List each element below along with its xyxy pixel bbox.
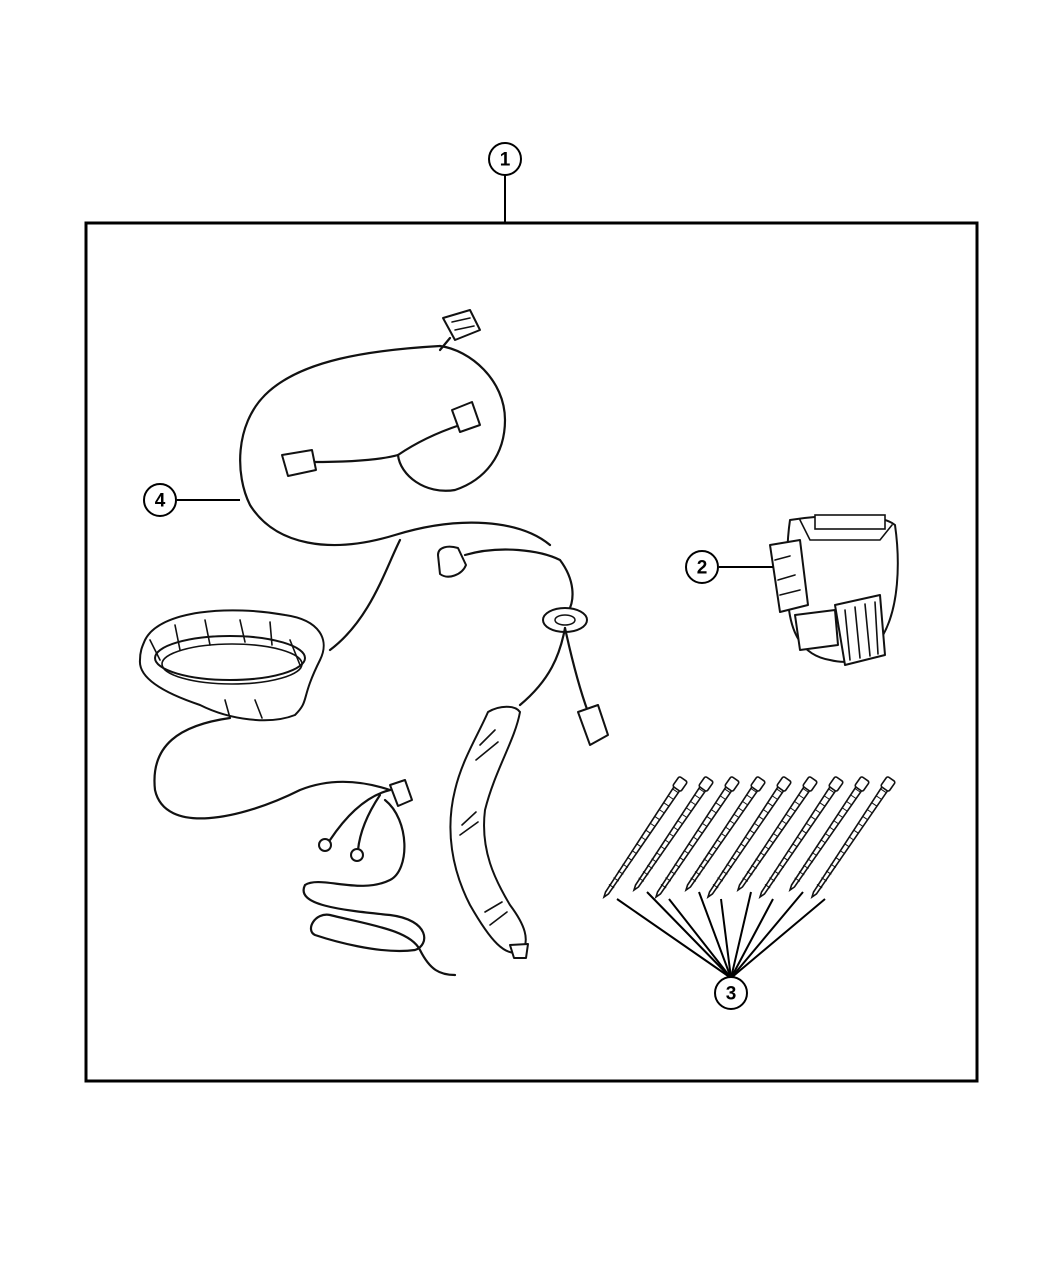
callout-3-leader bbox=[616, 898, 732, 979]
cable-tie bbox=[736, 776, 818, 892]
callout-4[interactable]: 4 bbox=[143, 483, 240, 517]
callout-3-leader bbox=[646, 891, 732, 979]
cable-tie bbox=[810, 776, 896, 899]
trailer-connector[interactable] bbox=[769, 514, 899, 666]
callout-4-label: 4 bbox=[155, 491, 166, 512]
callout-3[interactable]: 3 bbox=[616, 891, 826, 1010]
cable-tie bbox=[758, 776, 844, 899]
cable-tie bbox=[654, 776, 740, 899]
callout-1-label: 1 bbox=[500, 150, 511, 171]
cable-ties[interactable] bbox=[602, 776, 896, 899]
callout-1[interactable]: 1 bbox=[488, 142, 522, 223]
callout-3-leader bbox=[668, 898, 732, 979]
callout-2-label: 2 bbox=[697, 558, 708, 579]
callout-3-leader bbox=[720, 898, 732, 979]
kit-frame bbox=[84, 221, 979, 1083]
callout-3-leader bbox=[730, 898, 774, 979]
callout-3-leader bbox=[730, 891, 752, 979]
callout-3-leader bbox=[698, 891, 732, 979]
callout-2[interactable]: 2 bbox=[685, 550, 773, 584]
callout-3-leader bbox=[730, 898, 826, 979]
cable-tie bbox=[684, 776, 766, 892]
cable-tie bbox=[602, 776, 688, 899]
callout-3-leader bbox=[730, 891, 804, 979]
callout-3-label: 3 bbox=[726, 984, 737, 1005]
cable-tie bbox=[706, 776, 792, 899]
wiring-harness[interactable] bbox=[138, 309, 609, 977]
cable-tie bbox=[788, 776, 870, 892]
cable-tie bbox=[632, 776, 714, 892]
